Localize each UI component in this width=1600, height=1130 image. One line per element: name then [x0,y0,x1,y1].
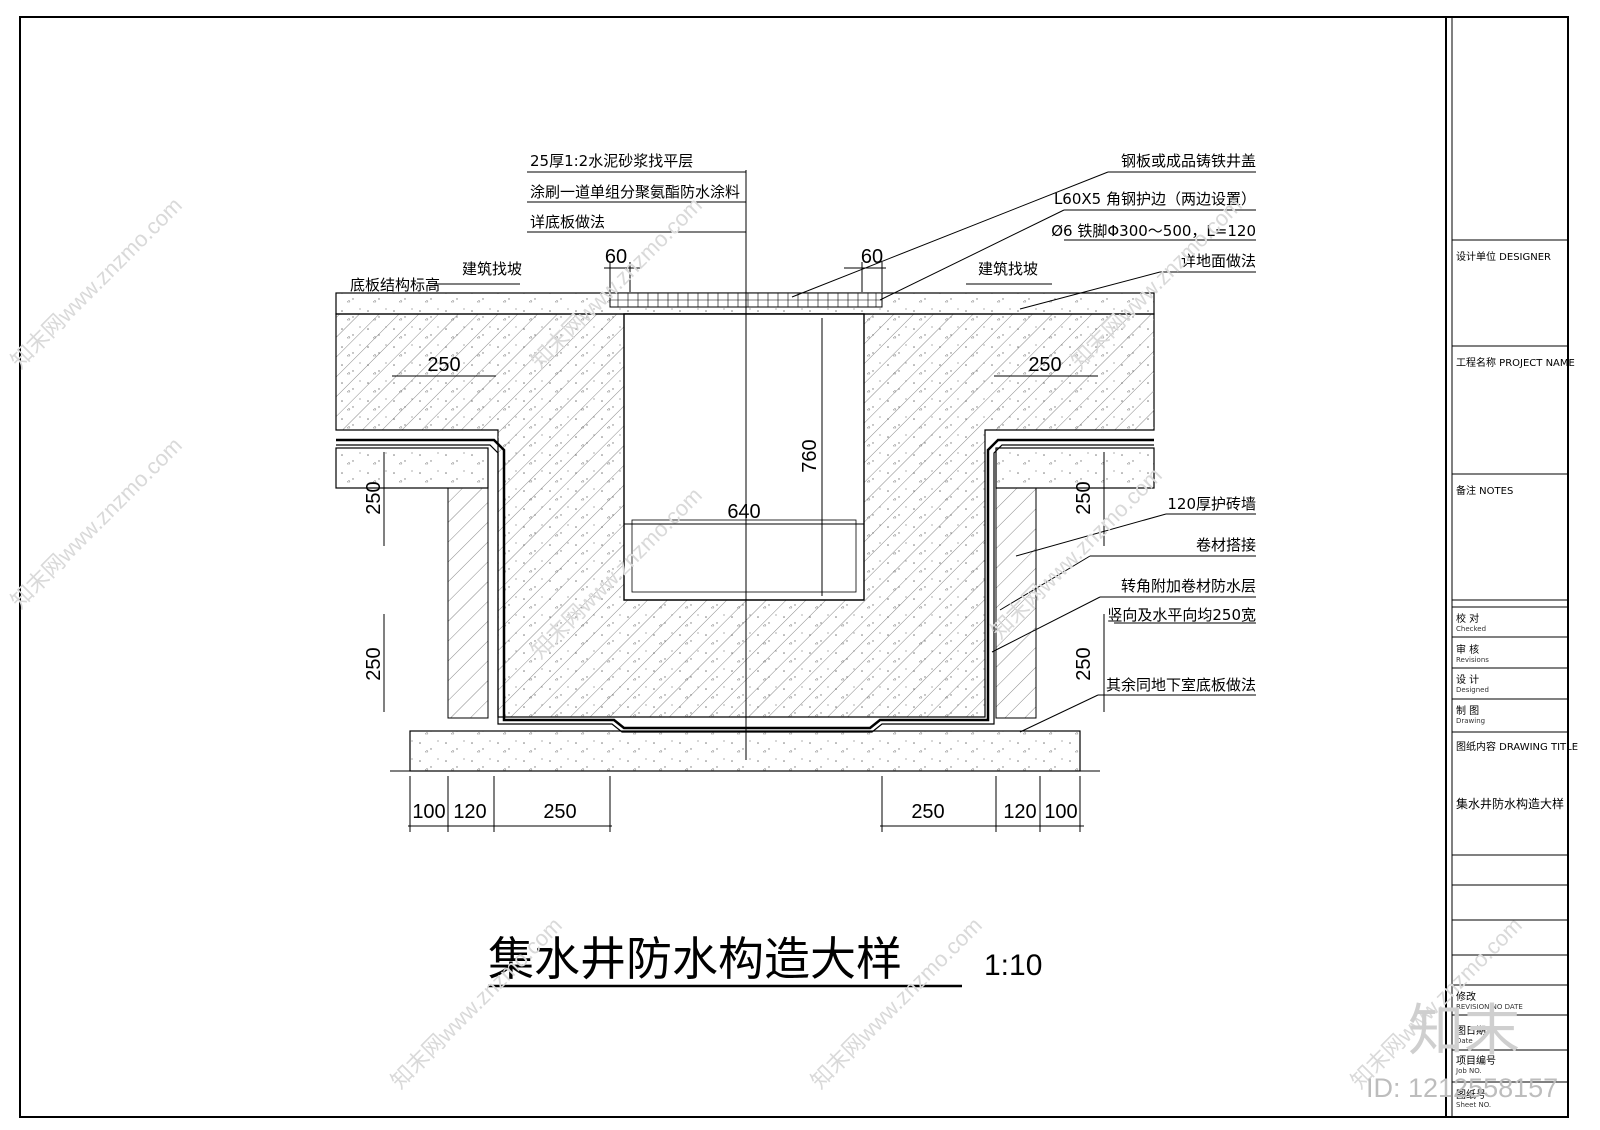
tb-drawing-en: Drawing [1456,717,1485,725]
tb-drawing-title-value: 集水井防水构造大样 [1456,796,1564,811]
dim-side-right-upper: 250 [1073,481,1095,514]
bottom-slab [409,730,1081,772]
label-slope-right: 建筑找坡 [978,260,1038,278]
tb-revisions-en: Revisions [1456,656,1489,664]
label-cover: 钢板或成品铸铁井盖 [1121,152,1256,170]
tb-revision-en: REVISION NO DATE [1456,1003,1523,1011]
label-slab-level: 底板结构标高 [350,276,440,294]
drawing-scale: 1:10 [984,949,1042,982]
tb-designed-en: Designed [1456,686,1489,694]
tb-drawing-title: 图纸内容 DRAWING TITLE [1456,740,1578,753]
dim-bottom-r1: 100 [1044,801,1077,823]
annotations: 25厚1:2水泥砂浆找平层 涂刷一道单组分聚氨酯防水涂料 详底板做法 钢板或成品… [350,152,1256,694]
label-corner-width: 竖向及水平向均250宽 [1107,606,1256,624]
watermark-text: 知末网www.znzmo.com [386,912,567,1093]
dim-cover-left: 60 [605,246,627,268]
tb-date: 图日期 [1456,1025,1486,1037]
tb-date-en: Date [1456,1037,1473,1045]
pit-opening [623,313,865,601]
tb-designer: 设计单位 DESIGNER [1456,250,1551,263]
tb-revision: 修改 [1456,990,1476,1003]
dim-side-left-lower: 250 [363,647,385,680]
label-floor-detail: 详地面做法 [1181,252,1256,270]
dim-bottom-r3: 250 [911,801,944,823]
right-slab [995,447,1155,489]
drawing-title: 集水井防水构造大样 [488,932,902,986]
tb-job-en: Job NO. [1455,1067,1482,1075]
dim-inner-depth: 760 [799,439,821,472]
watermark-text: 知末网www.znzmo.com [6,192,187,373]
tb-notes: 备注 NOTES [1456,484,1513,497]
left-slab [335,447,489,489]
dim-side-left-upper: 250 [363,481,385,514]
tb-checked-en: Checked [1456,625,1486,633]
label-slope-left: 建筑找坡 [462,260,522,278]
membrane [336,438,1154,730]
leader-lines [336,171,1256,733]
left-brick-wall [447,487,489,719]
label-coating: 涂刷一道单组分聚氨酯防水涂料 [530,183,740,201]
watermark-brand: 知末 [1408,999,1520,1064]
label-brick-wall: 120厚护砖墙 [1167,495,1256,513]
dim-bottom-l3: 250 [543,801,576,823]
dimension-lines [383,262,1105,832]
dim-cover-right: 60 [861,246,883,268]
tb-job: 项目编号 [1456,1054,1496,1067]
label-iron-foot: Ø6 铁脚Φ300～500，L=120 [1051,222,1256,240]
dim-bottom-r2: 120 [1003,801,1036,823]
tb-sheet: 图纸号 [1456,1088,1486,1101]
right-brick-wall [995,487,1037,719]
structure [335,170,1155,772]
outer-border [19,16,1569,1118]
label-mortar-layer: 25厚1:2水泥砂浆找平层 [530,152,693,170]
label-angle-steel: L60X5 角钢护边（两边设置） [1054,190,1256,208]
tb-revisions: 审 核 [1456,643,1479,656]
watermark-id: ID: 1212558157 [1366,1073,1558,1103]
label-rest: 其余同地下室底板做法 [1106,676,1256,694]
dim-top-left: 250 [427,354,460,376]
watermark-text: 知末网www.znzmo.com [1066,192,1247,373]
tb-designed: 设 计 [1456,673,1479,686]
dim-inner-width: 640 [727,501,760,523]
tb-sheet-en: Sheet NO. [1456,1101,1491,1109]
dim-side-right-lower: 250 [1073,647,1095,680]
dim-bottom-l2: 120 [453,801,486,823]
label-corner-layer: 转角附加卷材防水层 [1121,577,1256,595]
tb-checked: 校 对 [1456,612,1479,625]
label-membrane-lap: 卷材搭接 [1196,536,1256,554]
watermark-text: 知末网www.znzmo.com [6,432,187,613]
label-slab-detail: 详底板做法 [530,213,605,231]
dim-bottom-l1: 100 [412,801,445,823]
dimension-text: 60 60 250 250 640 760 250 250 250 250 10… [363,246,1095,823]
dim-top-right: 250 [1028,354,1061,376]
tb-project: 工程名称 PROJECT NAME [1456,356,1575,369]
title-block: 设计单位 DESIGNER 工程名称 PROJECT NAME 备注 NOTES… [1452,239,1578,1109]
tb-drawing: 制 图 [1456,704,1479,717]
